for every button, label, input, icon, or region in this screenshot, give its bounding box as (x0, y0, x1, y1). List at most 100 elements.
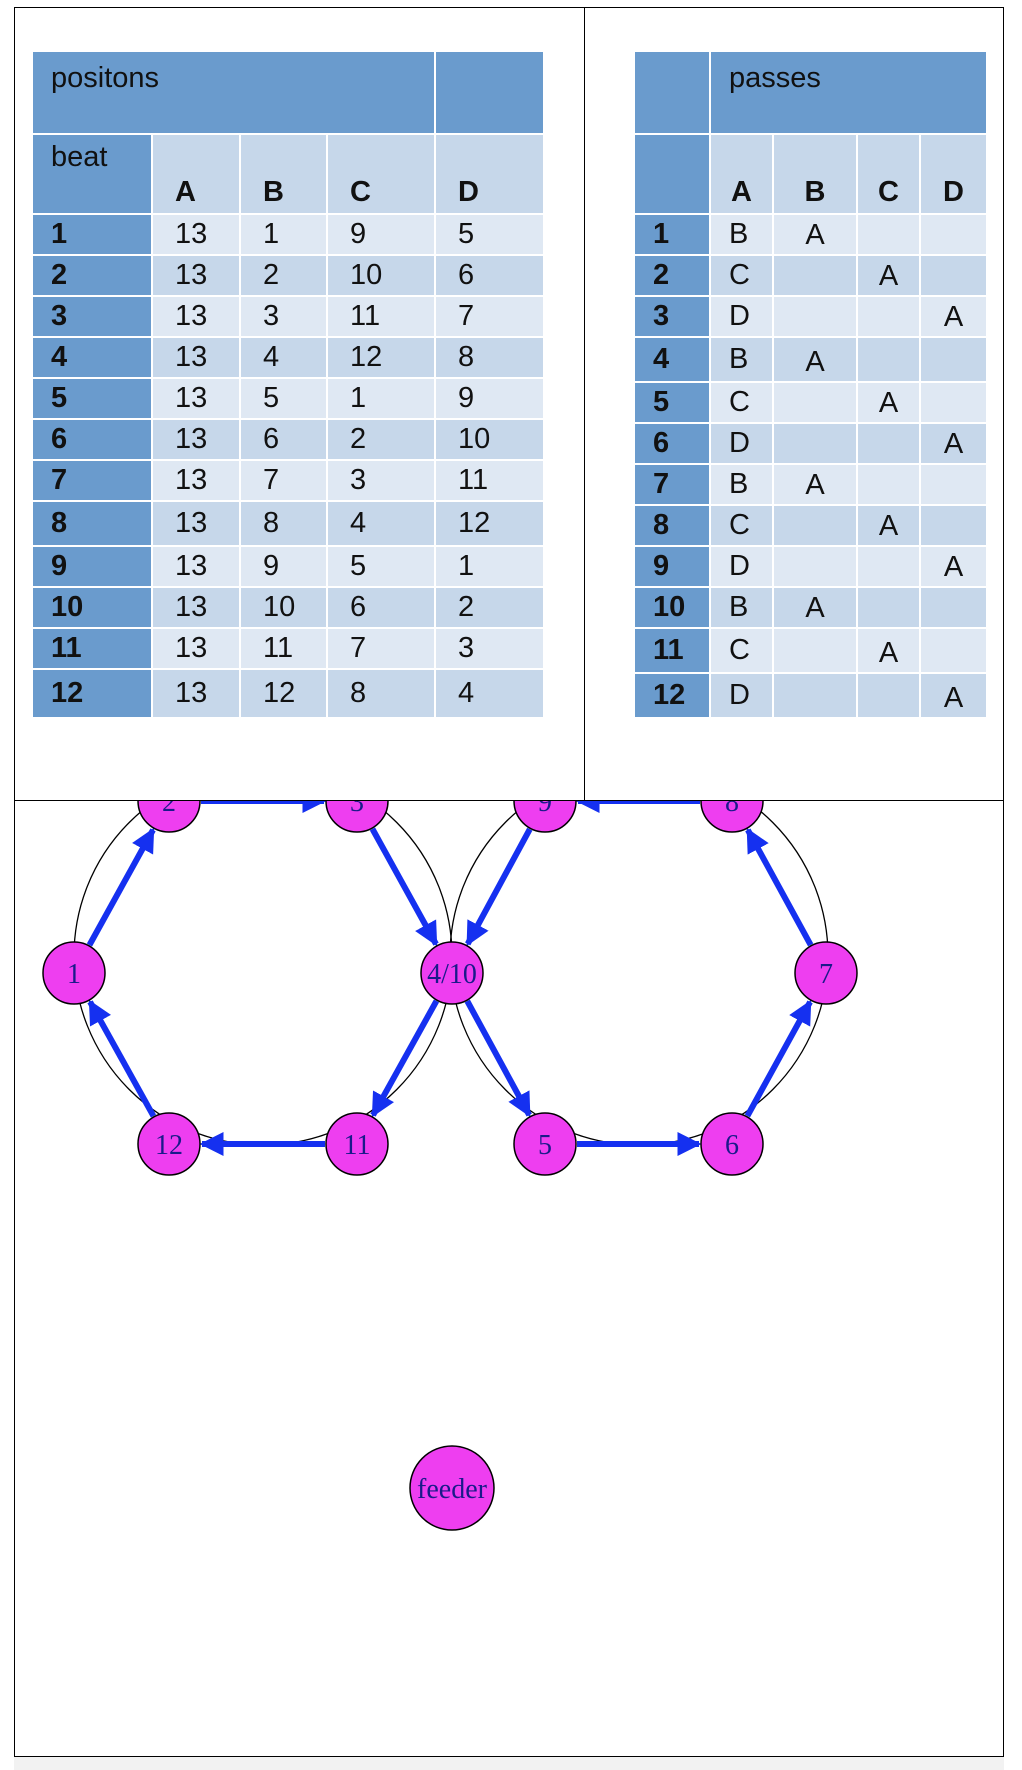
column-header: B (239, 133, 328, 215)
pass-cell: C (709, 504, 774, 547)
pass-cell (856, 672, 921, 719)
beat-number: 1 (31, 213, 153, 256)
pass-cell: C (709, 381, 774, 424)
node-label: 9 (538, 801, 552, 818)
column-header: C (856, 133, 921, 215)
node-label: 5 (538, 1130, 552, 1161)
pass-arrow (744, 999, 813, 1118)
passes-header-row: A B C D (633, 133, 989, 215)
beat-number: 1 (633, 213, 711, 256)
position-cell: 13 (151, 213, 241, 256)
position-cell: 3 (325, 459, 437, 502)
juggler-node: 11 (325, 1112, 389, 1176)
position-cell: 13 (151, 254, 241, 297)
pass-arrow (745, 827, 814, 947)
position-cell: 13 (151, 545, 241, 588)
node-label: 2 (162, 801, 176, 818)
position-cell: 2 (434, 586, 546, 629)
beat-number: 5 (633, 381, 711, 424)
position-cell: 4 (325, 500, 437, 547)
beat-number: 5 (31, 377, 153, 420)
pass-cell: A (772, 336, 858, 383)
position-cell: 3 (434, 627, 546, 670)
position-cell: 1 (325, 377, 437, 420)
pass-cell (918, 463, 989, 506)
pass-cell (856, 463, 921, 506)
position-cell: 11 (239, 627, 328, 670)
pass-cell (772, 254, 858, 297)
pass-cell: A (772, 213, 858, 256)
horizontal-divider (14, 800, 1004, 801)
node-circle (513, 801, 577, 833)
position-cell: 3 (239, 295, 328, 338)
pass-cell (918, 627, 989, 674)
positions-header-row: beat A B C D (31, 133, 546, 215)
pass-cell (918, 254, 989, 297)
juggler-node: 8 (700, 801, 764, 833)
position-cell: 8 (325, 668, 437, 719)
position-cell: 11 (434, 459, 546, 502)
node-circle (409, 1445, 495, 1531)
position-cell: 13 (151, 586, 241, 629)
pass-cell (772, 545, 858, 588)
pass-cell (918, 504, 989, 547)
juggler-node: 6 (700, 1112, 764, 1176)
column-header: D (918, 133, 989, 215)
pass-cell: C (709, 627, 774, 674)
node-label: 4/10 (427, 959, 477, 990)
position-cell: 9 (434, 377, 546, 420)
beat-number: 4 (633, 336, 711, 383)
position-cell: 13 (151, 377, 241, 420)
position-cell: 5 (434, 213, 546, 256)
node-circle (700, 801, 764, 833)
node-circle (137, 1112, 201, 1176)
pass-arrow (465, 827, 533, 947)
pass-cell (772, 627, 858, 674)
pass-cell: A (918, 545, 989, 588)
node-label: 6 (725, 1130, 739, 1161)
position-cell: 5 (325, 545, 437, 588)
position-cell: 10 (434, 418, 546, 461)
position-cell: 13 (151, 500, 241, 547)
pass-cell: B (709, 586, 774, 629)
position-cell: 2 (239, 254, 328, 297)
node-circle (513, 1112, 577, 1176)
column-header: A (151, 133, 241, 215)
node-circle (420, 941, 484, 1005)
beat-number: 4 (31, 336, 153, 379)
position-cell: 5 (239, 377, 328, 420)
pass-arrows (86, 801, 814, 1156)
header-filler (633, 133, 711, 215)
page-frame (14, 7, 1004, 1757)
title-filler (434, 50, 546, 135)
beat-number: 11 (31, 627, 153, 670)
position-cell: 13 (151, 668, 241, 719)
beat-number: 7 (633, 463, 711, 506)
position-cell: 12 (434, 500, 546, 547)
pass-cell (918, 381, 989, 424)
position-cell: 12 (239, 668, 328, 719)
pass-cell: A (918, 672, 989, 719)
position-cell: 8 (239, 500, 328, 547)
node-label: 12 (155, 1130, 183, 1161)
position-cell: 10 (325, 254, 437, 297)
pass-cell: A (856, 254, 921, 297)
pass-arrow (464, 999, 532, 1118)
pass-cell (856, 586, 921, 629)
position-cell: 11 (325, 295, 437, 338)
position-cell: 6 (434, 254, 546, 297)
juggler-node: 1 (42, 941, 106, 1005)
pass-cell: D (709, 295, 774, 338)
pass-cell (856, 336, 921, 383)
pass-cell: A (856, 381, 921, 424)
beat-number: 9 (633, 545, 711, 588)
pass-cell (772, 504, 858, 547)
bottom-strip (14, 1757, 1004, 1770)
